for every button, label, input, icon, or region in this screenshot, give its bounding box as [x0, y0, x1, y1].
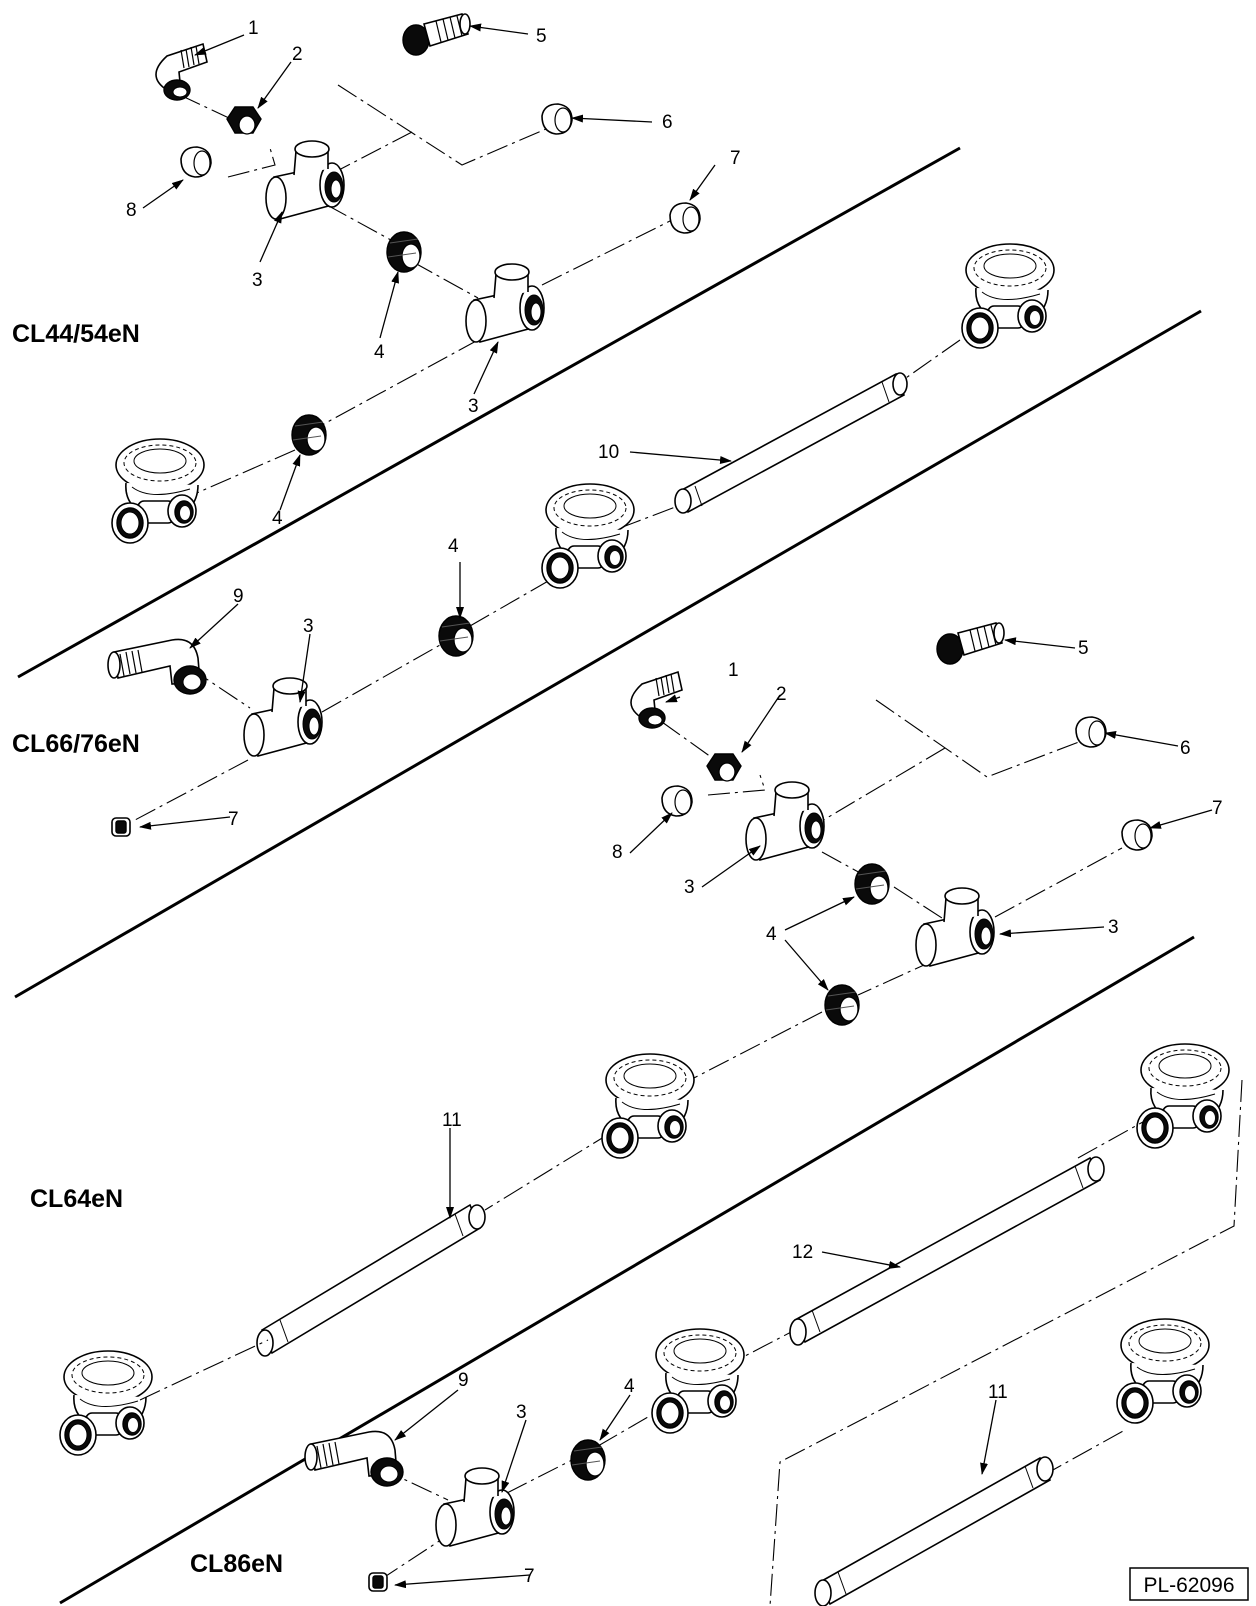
spray-nozzle [111, 438, 205, 544]
callout-8: 8 [612, 842, 623, 863]
hex-bushing [824, 984, 860, 1026]
callout-6: 6 [662, 112, 673, 133]
spray-nozzle [59, 1350, 153, 1456]
pipe-plug [111, 817, 131, 837]
callout-4: 4 [766, 924, 777, 945]
callout-5: 5 [1078, 638, 1089, 659]
callout-11: 11 [988, 1382, 1008, 1403]
callout-2: 2 [776, 684, 787, 705]
section-label-cl44-54en: CL44/54eN [12, 320, 140, 348]
tee-fitting [265, 140, 345, 220]
callout-3: 3 [516, 1402, 527, 1423]
callout-3: 3 [684, 877, 695, 898]
callout-10: 10 [598, 442, 619, 463]
callout-12: 12 [792, 1242, 813, 1263]
end-cap [1075, 716, 1107, 748]
callout-7: 7 [524, 1566, 535, 1587]
spray-nozzle [651, 1328, 745, 1434]
callout-4: 4 [448, 536, 459, 557]
callout-5: 5 [536, 26, 547, 47]
callout-9: 9 [458, 1370, 469, 1391]
callout-7: 7 [1212, 798, 1223, 819]
tee-fitting [915, 887, 995, 967]
tee-fitting [465, 263, 545, 343]
spray-nozzle [961, 243, 1055, 349]
spray-nozzle [601, 1053, 695, 1159]
divider-line [59, 935, 1195, 1605]
callout-4: 4 [272, 508, 283, 529]
end-cap [541, 103, 573, 135]
end-cap [669, 202, 701, 234]
spray-nozzle [1116, 1318, 1210, 1424]
reference-code: PL-62096 [1143, 1574, 1234, 1597]
hex-nut [226, 106, 262, 135]
end-cap [1121, 819, 1153, 851]
callout-6: 6 [1180, 738, 1191, 759]
callout-3: 3 [252, 270, 263, 291]
callout-3: 3 [468, 396, 479, 417]
pipe-plug [368, 1572, 388, 1592]
end-cap [661, 785, 693, 817]
callout-7: 7 [228, 809, 239, 830]
pipe-section [814, 1456, 1054, 1606]
assembly-cl66-76en: 10 4 9 3 7 [107, 372, 908, 837]
section-label-cl66-76en: CL66/76eN [12, 730, 140, 758]
callout-3: 3 [1108, 917, 1119, 938]
callout-4: 4 [624, 1376, 635, 1397]
callout-4: 4 [374, 342, 385, 363]
pipe-section [256, 1203, 486, 1357]
hex-nut [706, 753, 742, 782]
section-label-cl86en: CL86eN [190, 1550, 283, 1578]
hex-bushing [291, 414, 327, 456]
callout-1: 1 [248, 18, 259, 39]
spray-nozzle [1136, 1043, 1230, 1149]
divider-line [14, 309, 1202, 999]
callout-1: 1 [728, 660, 739, 681]
tee-fitting [435, 1467, 515, 1547]
hex-bushing [386, 231, 422, 273]
hex-bushing [854, 863, 890, 905]
callout-9: 9 [233, 586, 244, 607]
assembly-cl64en: 1 2 5 6 7 8 3 4 3 11 [59, 622, 1243, 1606]
assembly-cl44-54en: 1 2 5 6 7 8 3 4 3 4 [111, 13, 1055, 544]
spray-nozzle [541, 483, 635, 589]
section-label-cl64en: CL64eN [30, 1185, 123, 1213]
callout-3: 3 [303, 616, 314, 637]
elbow-fitting [155, 43, 208, 101]
callout-2: 2 [292, 44, 303, 65]
pipe-section [789, 1156, 1105, 1346]
assembly-cl86en: 12 9 3 4 11 7 [139, 1117, 1210, 1606]
elbow-fitting [304, 1430, 404, 1487]
elbow-fitting [630, 671, 683, 729]
divider-line [17, 146, 961, 679]
end-cap [180, 146, 212, 178]
barbed-fitting [402, 13, 471, 56]
barbed-fitting [936, 622, 1005, 665]
callout-7: 7 [730, 148, 741, 169]
pipe-section [674, 372, 908, 514]
hex-bushing [570, 1439, 606, 1481]
hex-bushing [438, 615, 474, 657]
reference-code-box: PL-62096 [1129, 1567, 1249, 1601]
callout-8: 8 [126, 200, 137, 221]
tee-fitting [243, 677, 323, 757]
callout-11: 11 [442, 1110, 462, 1131]
